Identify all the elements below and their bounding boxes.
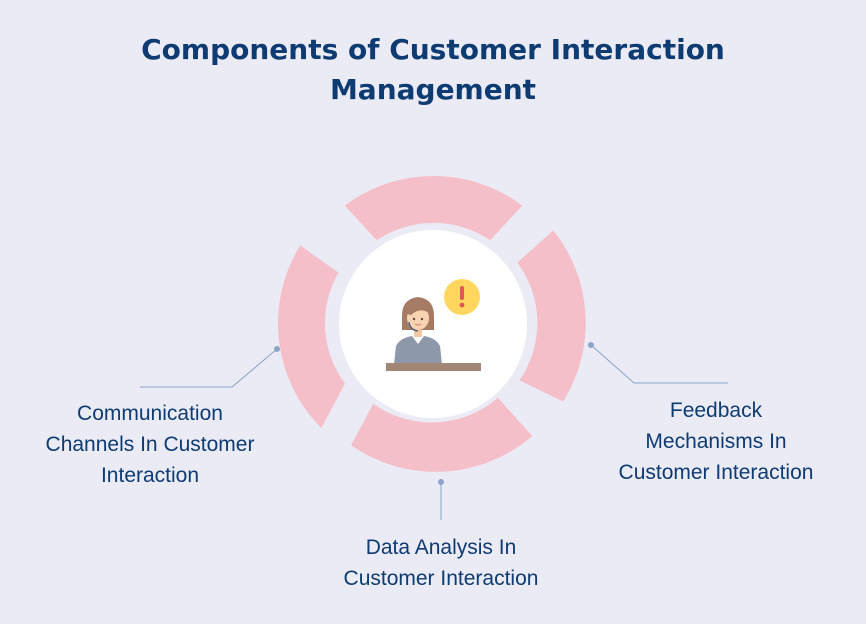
connector-right <box>588 342 728 384</box>
ring-segment-bottom <box>351 397 533 472</box>
ring-segments <box>277 176 586 472</box>
ring-segment-top <box>344 176 523 241</box>
component-label-data-analysis: Data Analysis In Customer Interaction <box>311 532 571 594</box>
label-line: Customer Interaction <box>618 461 814 484</box>
label-line: Customer Interaction <box>343 567 539 590</box>
connector-left <box>140 346 280 388</box>
label-line: Interaction <box>100 464 200 487</box>
label-line: Channels In Customer <box>45 433 255 456</box>
label-line: Mechanisms In <box>645 430 787 453</box>
label-line: Feedback <box>669 399 763 422</box>
ring-segment-left <box>277 245 345 429</box>
component-label-communication-channels: Communication Channels In Customer Inter… <box>20 398 280 491</box>
title-line-1: Components of Customer Interaction <box>141 33 725 66</box>
ring-segment-right <box>517 230 586 402</box>
page-title: Components of Customer Interaction Manag… <box>0 30 866 110</box>
title-line-2: Management <box>329 73 537 106</box>
label-line: Communication <box>77 402 223 425</box>
connector-bottom <box>438 479 444 520</box>
component-label-feedback-mechanisms: Feedback Mechanisms In Customer Interact… <box>586 395 846 488</box>
customer-service-agent-with-alert-icon <box>386 279 481 371</box>
label-line: Data Analysis In <box>365 536 517 559</box>
